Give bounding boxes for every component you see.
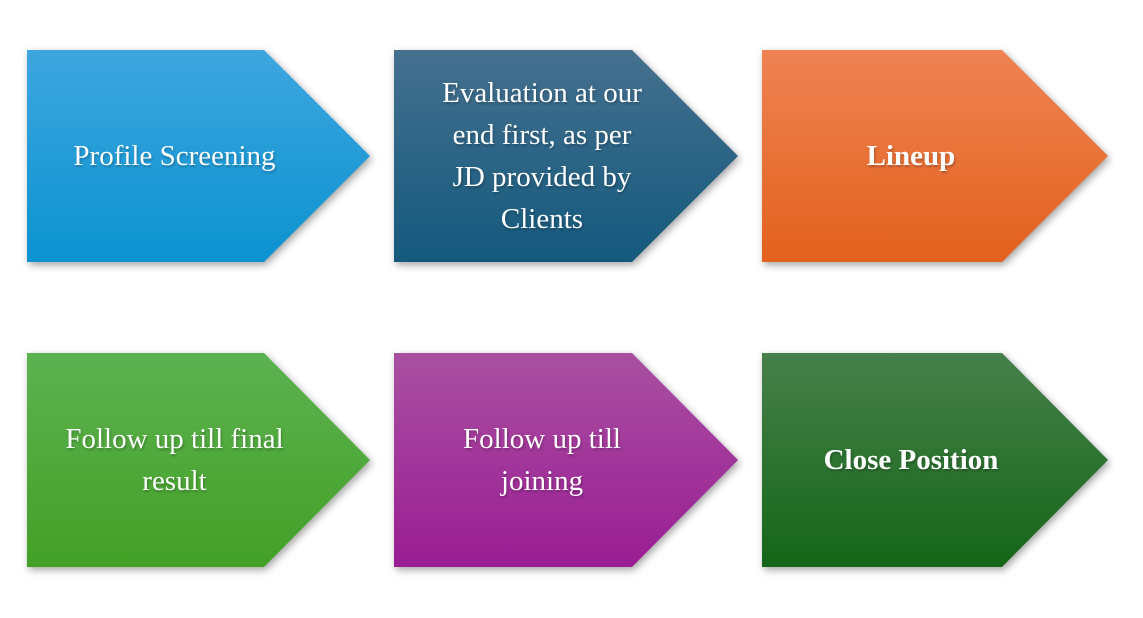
step-label: Follow up till final result — [65, 423, 284, 497]
step-evaluation: Evaluation at our end first, as per JD p… — [394, 50, 738, 262]
step-profile-screening: Profile Screening — [27, 50, 370, 262]
step-lineup: Lineup — [762, 50, 1108, 262]
step-close-position: Close Position — [762, 353, 1108, 567]
step-follow-up-joining: Follow up till joining — [394, 353, 738, 567]
arrow-shape: Follow up till final result — [27, 353, 370, 567]
arrow-shape: Profile Screening — [27, 50, 370, 262]
step-label: Follow up till joining — [463, 423, 621, 497]
arrow-shape: Lineup — [762, 50, 1108, 262]
step-label: Profile Screening — [73, 140, 276, 172]
step-label: Evaluation at our end first, as per JD p… — [442, 77, 642, 235]
step-follow-up-final-result: Follow up till final result — [27, 353, 370, 567]
arrow-shape: Close Position — [762, 353, 1108, 567]
arrow-shape: Follow up till joining — [394, 353, 738, 567]
step-label: Lineup — [866, 140, 956, 172]
arrow-shape: Evaluation at our end first, as per JD p… — [394, 50, 738, 262]
step-label: Close Position — [823, 444, 999, 476]
